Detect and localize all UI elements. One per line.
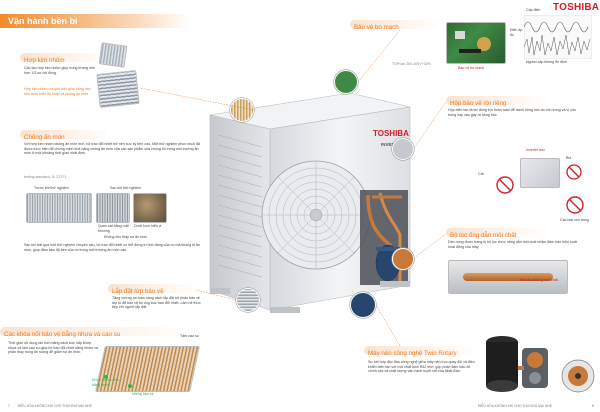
insulation-label-top: Tấm cao su: [180, 334, 199, 338]
alloy-note: Hợp kim nhôm chuyên biệt giúp năng cao s…: [24, 87, 91, 96]
inverter-box-image: [520, 158, 560, 188]
compressor-body: Sự kết hợp độc đáo công nghệ giữa máy né…: [368, 360, 475, 374]
before-test-label: Trước khi thử nghiệm: [34, 186, 69, 190]
refrigerant-title: Bộ lọc ống dẫn môi chất: [450, 232, 517, 239]
footer-right-page: 8: [592, 404, 594, 408]
dust-label: Bụi: [566, 156, 572, 160]
electrical-box-title: Hộp bảo vệ rời riêng: [450, 100, 507, 107]
alloy-body: Cấu tạo hợp kim nhôm giúp trong lượng nh…: [24, 66, 96, 75]
insulation-body: Thời gian sử dụng lâu hơn bằng cách bọc …: [8, 341, 98, 355]
electrical-box-body: Hộp biến tần được đóng kín hoàn toàn để …: [448, 108, 577, 117]
insulation-title: Các khóa nối bảo vệ bằng nhựa và cao su: [4, 331, 121, 338]
after-test-photo-naked-eye: [96, 193, 130, 223]
insulation-label-bottom: Miếng bảo vệ: [132, 392, 154, 396]
outdoor-unit-drawing: [209, 92, 411, 313]
insect-prohibited-icon: [566, 196, 584, 214]
fin-title-bar: Lắp đặt lớp bảo vệ: [108, 284, 196, 295]
refrigerant-pipe-photo: [448, 260, 568, 294]
corrosion-title: Chống ăn mòn: [24, 134, 65, 141]
refrigerant-zoom-callout: [392, 248, 414, 270]
voltage-label-unstable: Nguồn cấp không ổn định: [526, 60, 567, 64]
refrigerant-title-bar: Bộ lọc ống dẫn môi chất: [446, 228, 546, 239]
compressor-zoom-callout: [350, 292, 376, 318]
naked-eye-label: Quan sát bằng mắt thường: [98, 224, 129, 233]
compressor-title: Máy nén công nghệ Twin Rotary: [368, 350, 457, 357]
footer-left-page: 7: [8, 404, 10, 408]
insulation-marker-bottom: [128, 384, 132, 388]
inverter-box-label: Inverter box: [526, 148, 545, 152]
after-test-photo-microscope: [133, 193, 167, 223]
corrosion-title-bar: Chống ăn mòn: [20, 130, 110, 141]
fin-title: Lắp đặt lớp bảo vệ: [112, 288, 164, 295]
refrigerant-body: Dàn nóng được trang bị bộ lọc chức năng …: [448, 240, 577, 249]
pcb-zoom-callout: [334, 70, 358, 94]
corrosion-standard: testing standard: JL Z2371: [24, 175, 67, 179]
footer-left-text: ĐIỀU HÒA KHÔNG KHÍ CHO THƯƠNG MẠI NHẸ: [18, 404, 92, 408]
electrical-box-zoom-callout: [392, 138, 414, 160]
alloy-title-bar: Hợp kim nhôm: [20, 53, 110, 64]
pcb-photo: [446, 22, 506, 64]
insulation-title-bar: Các khóa nối bảo vệ bằng nhựa và cao su: [0, 327, 190, 338]
page-title-bar: [0, 14, 190, 28]
corrosion-after-text: Sau khi trải qua một thử nghiệm chuyên s…: [24, 243, 201, 252]
pcb-title-bar: Bảo vệ bo mạch: [350, 20, 440, 31]
brand-logo: TOSHIBA: [553, 2, 600, 13]
fin-body: Tăng cường an toàn nâng cách lắp đặt bộ …: [112, 296, 201, 310]
voltage-waveform: [524, 15, 592, 59]
insulation-marker-left: [104, 375, 108, 379]
refrigerant-label: Bấu đo đường môi chất: [520, 278, 558, 282]
after-test-label: Sau khi thử nghiệm: [110, 186, 142, 190]
before-test-photo: [26, 193, 92, 223]
fin-zoom-callout: [236, 288, 260, 312]
voltage-label-supply: Cấp điện: [526, 8, 541, 12]
electrical-box-title-bar: Hộp bảo vệ rời riêng: [446, 96, 546, 107]
corrosion-body: Với hợp kim nhôm chống ăn mòn mới, bộ tr…: [24, 142, 201, 156]
unit-badge: TOSHIBA: [373, 129, 409, 138]
insect-label: Các loại côn trùng: [560, 218, 589, 222]
pcb-caption: Bảo vệ bo mạch: [458, 66, 484, 70]
microscope-label: Dưới kính hiển vi: [134, 224, 162, 228]
compressor-title-bar: Máy nén công nghệ Twin Rotary: [364, 346, 476, 357]
insulation-label-left: Khớp nối cố định bằng nhựa: [92, 378, 120, 387]
rotor-detail-image: [561, 359, 595, 393]
pcb-title: Bảo vệ bo mạch: [354, 24, 399, 31]
sand-label: Cát: [478, 172, 484, 176]
footer-right-text: ĐIỀU HÒA KHÔNG KHÍ CHO THƯƠNG MẠI NHẸ: [478, 404, 552, 408]
page-title: Vận hành bền bỉ: [8, 16, 78, 26]
dust-prohibited-icon: [566, 164, 582, 180]
no-corrosion-label: Không cho thấy sự ăn mòn: [104, 235, 148, 239]
voltage-label-stable: Điện áp ổn: [510, 28, 523, 37]
alloy-title: Hợp kim nhôm: [24, 57, 65, 64]
twin-rotary-compressor-image: [486, 336, 548, 392]
pcb-model-note: TOPuse 260-400V+30%: [392, 62, 431, 66]
outdoor-unit: TOSHIBA INVERTER: [200, 85, 428, 330]
sand-prohibited-icon: [496, 176, 514, 194]
